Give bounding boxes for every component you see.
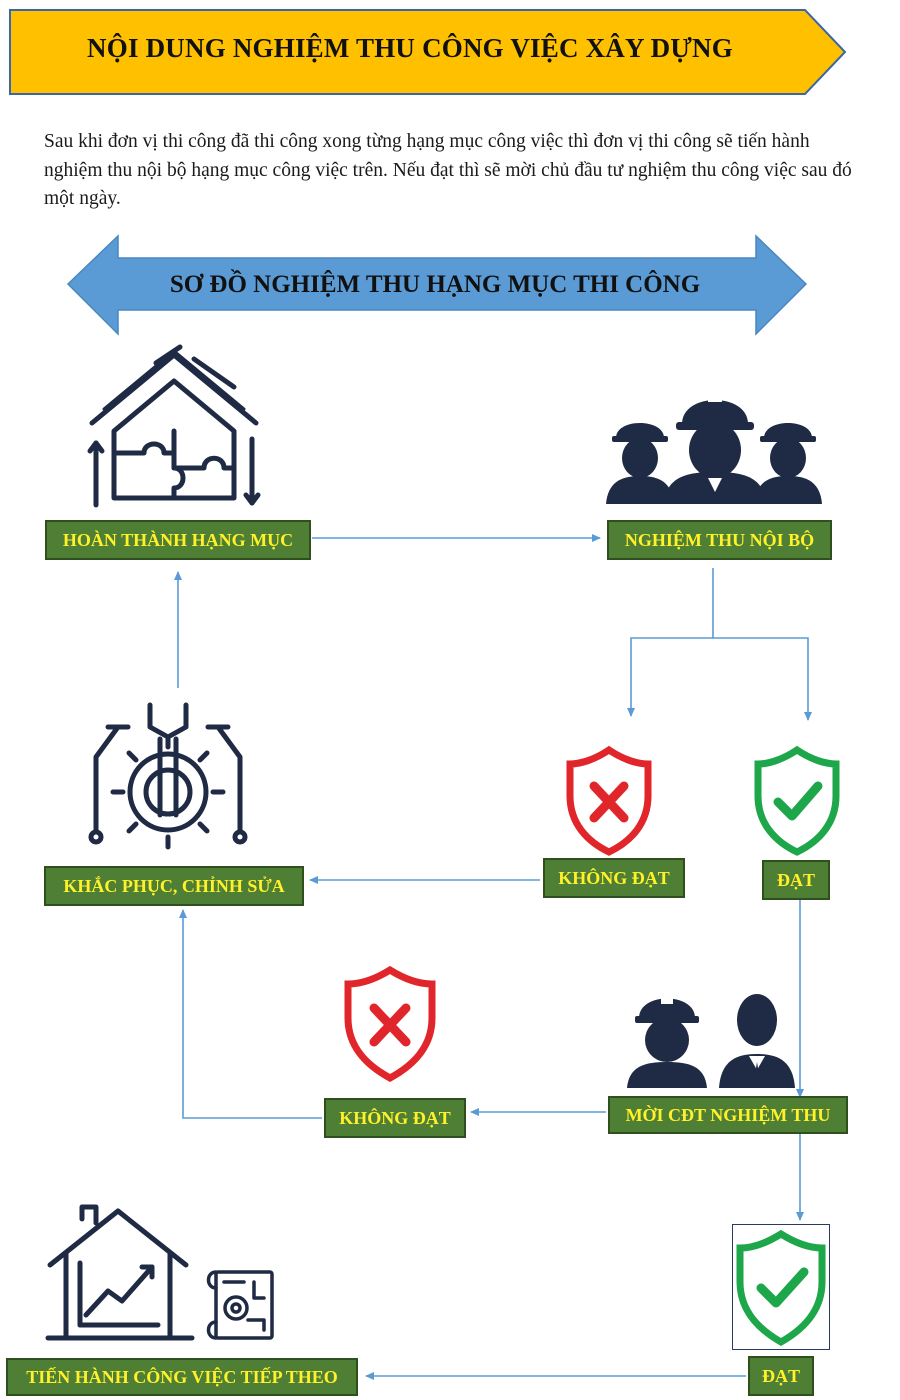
- fail-shield-icon: [566, 745, 652, 856]
- node-khong-dat-2: KHÔNG ĐẠT: [324, 1098, 466, 1138]
- fail-shield-icon: [344, 965, 436, 1082]
- node-nghiem-thu-noi-bo: NGHIỆM THU NỘI BỘ: [607, 520, 832, 560]
- page-title: NỘI DUNG NGHIỆM THU CÔNG VIỆC XÂY DỰNG: [87, 32, 733, 63]
- node-dat-1: ĐẠT: [762, 860, 830, 900]
- house-puzzle-icon: [87, 344, 261, 508]
- blueprint-gear-icon: [206, 1270, 274, 1340]
- connector-fail2-to-fix: [179, 909, 322, 1119]
- diagram-title: SƠ ĐỒ NGHIỆM THU HẠNG MỤC THI CÔNG: [169, 271, 701, 298]
- node-hoan-thanh: HOÀN THÀNH HẠNG MỤC: [45, 520, 311, 560]
- node-dat-2: ĐẠT: [748, 1356, 814, 1396]
- node-moi-cdt: MỜI CĐT NGHIỆM THU: [608, 1096, 848, 1134]
- engineers-icon: [606, 396, 822, 504]
- pass-shield-icon: [736, 1229, 826, 1347]
- pass-shield-icon: [754, 745, 840, 856]
- connector-internal-pass: [713, 637, 812, 721]
- node-khac-phuc: KHẮC PHỤC, CHỈNH SỬA: [44, 866, 304, 906]
- intro-paragraph: Sau khi đơn vị thi công đã thi công xong…: [44, 131, 852, 209]
- wrench-gear-icon: [88, 702, 248, 850]
- engineer-investor-icon: [627, 994, 795, 1088]
- house-growth-icon: [45, 1204, 195, 1341]
- node-tien-hanh: TIẾN HÀNH CÔNG VIỆC TIẾP THEO: [6, 1358, 358, 1396]
- diagram-title-arrow: [66, 234, 808, 336]
- connector-internal-split: [627, 568, 714, 717]
- title-banner: [9, 9, 847, 95]
- node-khong-dat-1: KHÔNG ĐẠT: [543, 858, 685, 898]
